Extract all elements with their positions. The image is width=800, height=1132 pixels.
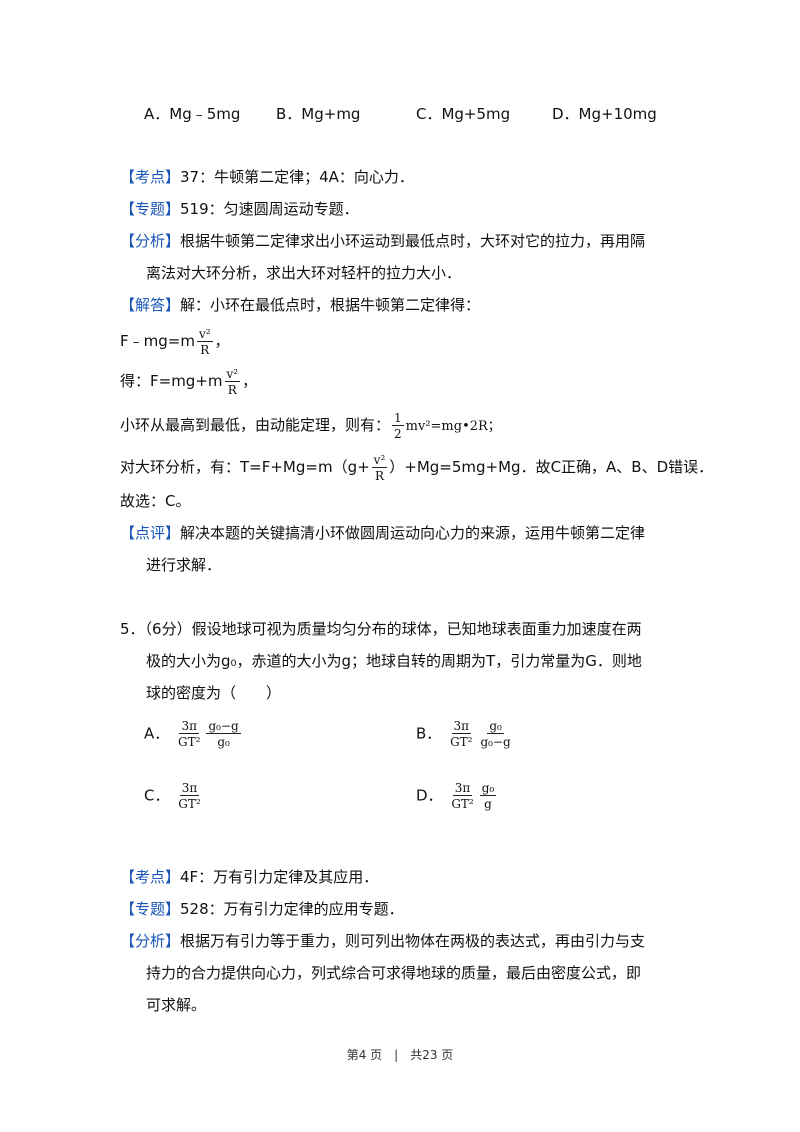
big-ring-num: v² (371, 452, 388, 468)
option-c-prev: C．Mg+5mg (416, 105, 511, 123)
q5-kaodian-text: 4F：万有引力定律及其应用． (180, 868, 379, 886)
b-pi-den: GT² (450, 735, 473, 749)
energy-den: 2 (394, 426, 402, 441)
eq2-den: R (227, 382, 237, 397)
eq2-suffix: ， (242, 372, 258, 390)
big-ring-den: R (374, 468, 384, 483)
c-pi-den: GT² (178, 797, 201, 811)
d-pi-num: 3π (452, 781, 473, 796)
page-footer: 第4 页 | 共23 页 (346, 1048, 454, 1062)
choice-line: 故选：C。 (120, 492, 191, 510)
a-pi-den: GT² (178, 735, 201, 749)
energy-expr: mv²=mg•2R； (405, 419, 501, 434)
c-pi-num: 3π (179, 781, 200, 796)
kaodian-row: 【考点】37：牛顿第二定律；4A：向心力． (120, 166, 414, 188)
eq1-suffix: ， (214, 332, 230, 350)
eq1-num: v² (196, 326, 213, 342)
kaodian-tag: 【考点】 (120, 168, 181, 186)
energy-num: 1 (392, 410, 404, 426)
big-ring-suffix: ）+Mg=5mg+Mg．故C正确，A、B、D错误． (389, 458, 714, 476)
q5-zhuanti-row: 【专题】528：万有引力定律的应用专题． (120, 898, 404, 920)
zhuanti-text: 519：匀速圆周运动专题． (180, 200, 359, 218)
q5-stem-line2: 极的大小为g₀，赤道的大小为g；地球自转的周期为T，引力常量为G．则地 (146, 652, 642, 670)
big-ring-prefix: 对大环分析，有：T=F+Mg=m（g+ (120, 458, 370, 476)
eq2-num: v² (224, 366, 241, 382)
q5-fenxi-line1: 根据万有引力等于重力，则可列出物体在两极的表达式，再由引力与支 (180, 932, 646, 950)
dianping-line1: 解决本题的关键搞清小环做圆周运动向心力的来源，运用牛顿第二定律 (180, 524, 646, 542)
option-a-label: A． (144, 724, 170, 743)
q5-zhuanti-tag: 【专题】 (120, 900, 181, 918)
option-b-prev: B．Mg+mg (276, 105, 361, 123)
q5-fenxi-row: 【分析】根据万有引力等于重力，则可列出物体在两极的表达式，再由引力与支 (120, 930, 645, 952)
q5-stem-line1: 5．（6分）假设地球可视为质量均匀分布的球体，已知地球表面重力加速度在两 (120, 620, 642, 638)
energy-text: 小环从最高到最低，由动能定理，则有： (120, 416, 391, 434)
jieda-row: 【解答】解：小环在最低点时，根据牛顿第二定律得： (120, 294, 480, 316)
q5-fenxi-tag: 【分析】 (120, 932, 181, 950)
zhuanti-tag: 【专题】 (120, 200, 181, 218)
b-g-num: g₀ (487, 719, 504, 734)
option-a-prev: A．Mg﹣5mg (144, 105, 241, 123)
a-pi-num: 3π (179, 719, 200, 734)
kaodian-text: 37：牛顿第二定律；4A：向心力． (180, 168, 414, 186)
jieda-tag: 【解答】 (120, 296, 181, 314)
eq1-prefix: F﹣mg=m (120, 332, 195, 350)
dianping-tag: 【点评】 (120, 524, 181, 542)
d-g-den: g (484, 797, 492, 811)
fenxi-tag: 【分析】 (120, 232, 181, 250)
zhuanti-row: 【专题】519：匀速圆周运动专题． (120, 198, 359, 220)
option-d-label: D． (416, 786, 443, 805)
q5-zhuanti-text: 528：万有引力定律的应用专题． (180, 900, 404, 918)
q5-fenxi-line2: 持力的合力提供向心力，列式综合可求得地球的质量，最后由密度公式，即 (146, 964, 642, 982)
option-d-prev: D．Mg+10mg (552, 105, 657, 123)
q5-stem-line3: 球的密度为（ ） (146, 684, 282, 702)
q5-kaodian-tag: 【考点】 (120, 868, 181, 886)
b-pi-num: 3π (451, 719, 472, 734)
q5-kaodian-row: 【考点】4F：万有引力定律及其应用． (120, 866, 378, 888)
jieda-line1: 解：小环在最低点时，根据牛顿第二定律得： (180, 296, 481, 314)
fenxi-line1: 根据牛顿第二定律求出小环运动到最低点时，大环对它的拉力，再用隔 (180, 232, 646, 250)
eq2-prefix: 得：F=mg+m (120, 372, 223, 390)
a-g-den: g₀ (217, 735, 230, 749)
fenxi-row: 【分析】根据牛顿第二定律求出小环运动到最低点时，大环对它的拉力，再用隔 (120, 230, 645, 252)
d-pi-den: GT² (451, 797, 474, 811)
dianping-line2: 进行求解． (146, 556, 222, 574)
d-g-num: g₀ (479, 781, 497, 796)
fenxi-line2: 离法对大环分析，求出大环对轻杆的拉力大小． (146, 264, 462, 282)
eq1-den: R (200, 342, 210, 357)
b-g-den: g₀−g (480, 735, 511, 749)
option-b-label: B． (416, 724, 442, 743)
dianping-row: 【点评】解决本题的关键搞清小环做圆周运动向心力的来源，运用牛顿第二定律 (120, 522, 645, 544)
option-c-label: C． (144, 786, 170, 805)
a-g-num: g₀−g (206, 719, 241, 734)
q5-fenxi-line3: 可求解。 (146, 996, 207, 1014)
